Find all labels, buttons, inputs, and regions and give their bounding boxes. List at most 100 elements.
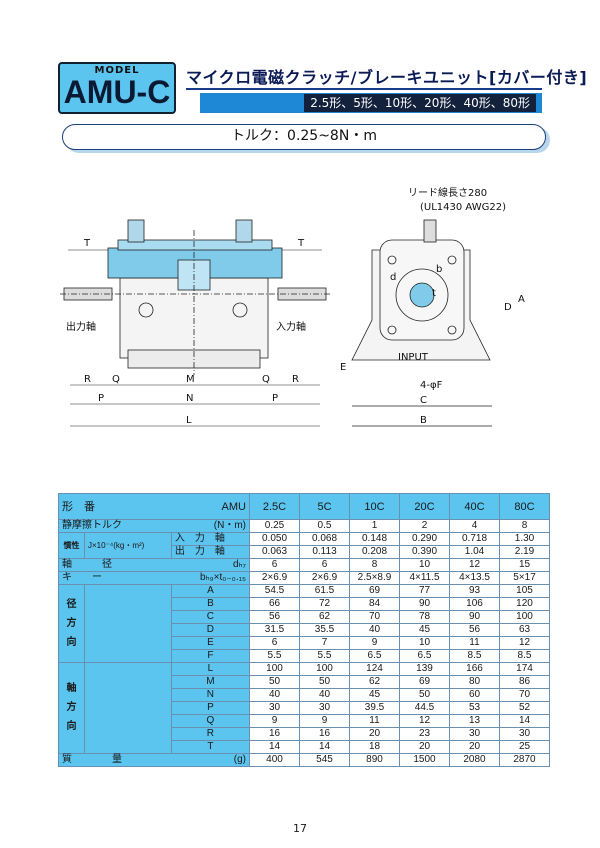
value-cell: 10 bbox=[399, 636, 450, 650]
value-cell: 39.5 bbox=[349, 701, 400, 715]
value-cell: 54.5 bbox=[249, 584, 300, 598]
value-cell: 50 bbox=[249, 675, 300, 689]
value-cell: 0.148 bbox=[349, 532, 400, 546]
value-cell: 90 bbox=[449, 610, 500, 624]
value-cell: 9 bbox=[349, 636, 400, 650]
value-cell: 44.5 bbox=[399, 701, 450, 715]
value-cell: 4 bbox=[449, 519, 500, 533]
value-cell: 12 bbox=[449, 558, 500, 572]
dim-label: A bbox=[518, 294, 525, 305]
value-cell: 0.050 bbox=[249, 532, 300, 546]
row-label: 静摩擦トルク(N・m) bbox=[58, 519, 250, 533]
dim-label: b bbox=[436, 264, 442, 275]
value-cell: 14 bbox=[499, 714, 550, 728]
dimension-label: R bbox=[170, 727, 251, 741]
dimension-label: C bbox=[170, 610, 251, 624]
group-label: 径方向 bbox=[58, 584, 85, 663]
dim-label: B bbox=[420, 415, 427, 426]
model-name: AMU-C bbox=[63, 74, 171, 110]
value-cell: 14 bbox=[249, 740, 300, 754]
value-cell: 0.063 bbox=[249, 545, 300, 559]
model-col: 2.5C bbox=[249, 493, 300, 520]
value-cell: 1.04 bbox=[449, 545, 500, 559]
value-cell: 174 bbox=[499, 662, 550, 676]
value-cell: 69 bbox=[399, 675, 450, 689]
value-cell: 10 bbox=[399, 558, 450, 572]
value-cell: 20 bbox=[349, 727, 400, 741]
page-number: 17 bbox=[293, 822, 307, 835]
dimension-label: N bbox=[170, 688, 251, 702]
dim-label: M bbox=[186, 374, 195, 385]
value-cell: 50 bbox=[299, 675, 350, 689]
value-cell: 20 bbox=[449, 740, 500, 754]
value-cell: 1500 bbox=[399, 753, 450, 767]
value-cell: 16 bbox=[299, 727, 350, 741]
value-cell: 0.5 bbox=[299, 519, 350, 533]
value-cell: 52 bbox=[499, 701, 550, 715]
value-cell: 139 bbox=[399, 662, 450, 676]
dim-label: P bbox=[272, 393, 278, 404]
value-cell: 77 bbox=[399, 584, 450, 598]
value-cell: 0.208 bbox=[349, 545, 400, 559]
value-cell: 53 bbox=[449, 701, 500, 715]
value-cell: 25 bbox=[499, 740, 550, 754]
dimension-label: Q bbox=[170, 714, 251, 728]
dim-label: T bbox=[297, 238, 305, 249]
value-cell: 2×6.9 bbox=[299, 571, 350, 585]
dim-label: Q bbox=[262, 374, 270, 385]
value-cell: 56 bbox=[249, 610, 300, 624]
value-cell: 106 bbox=[449, 597, 500, 611]
dim-label: T bbox=[83, 238, 91, 249]
value-cell: 2×6.9 bbox=[249, 571, 300, 585]
value-cell: 45 bbox=[349, 688, 400, 702]
dim-label: t bbox=[432, 288, 436, 299]
value-cell: 545 bbox=[299, 753, 350, 767]
row-label: 入 力 軸 bbox=[170, 532, 251, 546]
title-underline bbox=[186, 88, 542, 90]
value-cell: 100 bbox=[499, 610, 550, 624]
value-cell: 70 bbox=[499, 688, 550, 702]
dim-label: R bbox=[84, 374, 91, 385]
value-cell: 80 bbox=[449, 675, 500, 689]
model-col: 20C bbox=[399, 493, 450, 520]
value-cell: 105 bbox=[499, 584, 550, 598]
value-cell: 120 bbox=[499, 597, 550, 611]
value-cell: 61.5 bbox=[299, 584, 350, 598]
value-cell: 16 bbox=[249, 727, 300, 741]
value-cell: 8.5 bbox=[449, 649, 500, 663]
value-cell: 6 bbox=[299, 558, 350, 572]
value-cell: 5×17 bbox=[499, 571, 550, 585]
sizes-text: 2.5形、5形、10形、20形、40形、80形 bbox=[304, 94, 536, 112]
value-cell: 62 bbox=[349, 675, 400, 689]
blank-cell bbox=[84, 584, 172, 663]
value-cell: 63 bbox=[499, 623, 550, 637]
dimension-label: E bbox=[170, 636, 251, 650]
value-cell: 166 bbox=[449, 662, 500, 676]
value-cell: 5.5 bbox=[299, 649, 350, 663]
value-cell: 60 bbox=[449, 688, 500, 702]
value-cell: 40 bbox=[249, 688, 300, 702]
value-cell: 8 bbox=[349, 558, 400, 572]
sizes-bar: 2.5形、5形、10形、20形、40形、80形 bbox=[200, 93, 542, 113]
spec-table: 形 番 AMU 2.5C 5C 10C 20C 40C 80C 静摩擦トルク(N… bbox=[58, 493, 550, 767]
value-cell: 100 bbox=[299, 662, 350, 676]
dim-label: d bbox=[390, 272, 396, 283]
dimension-label: T bbox=[170, 740, 251, 754]
dimension-label: M bbox=[170, 675, 251, 689]
value-cell: 1 bbox=[349, 519, 400, 533]
lead-wire-label: リード線長さ280 bbox=[408, 186, 487, 199]
dim-label: L bbox=[186, 415, 192, 426]
value-cell: 9 bbox=[299, 714, 350, 728]
value-cell: 0.290 bbox=[399, 532, 450, 546]
value-cell: 2.5×8.9 bbox=[349, 571, 400, 585]
value-cell: 5.5 bbox=[249, 649, 300, 663]
value-cell: 30 bbox=[299, 701, 350, 715]
